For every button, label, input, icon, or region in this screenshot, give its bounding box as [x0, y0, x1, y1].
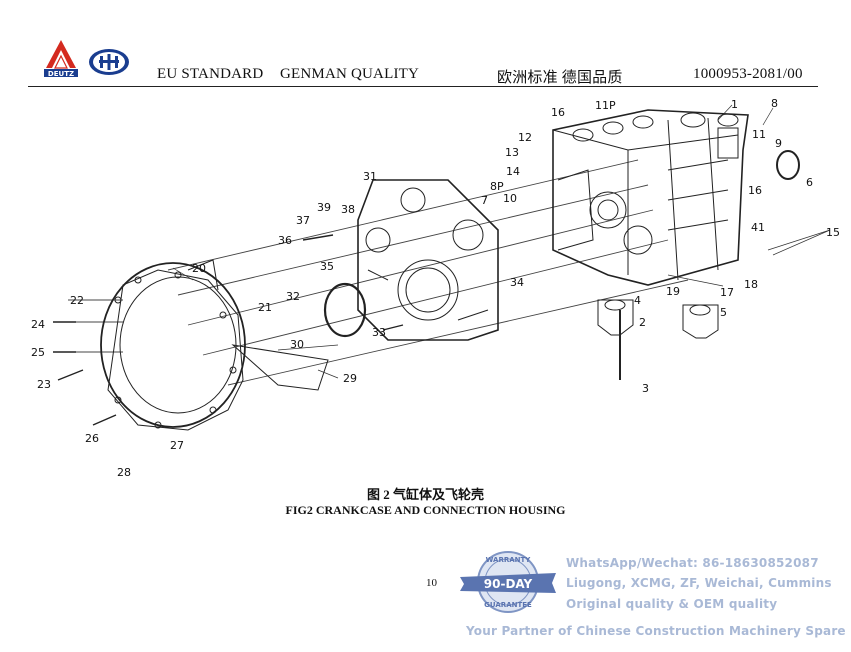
callout-41: 41	[751, 221, 765, 234]
callout-17: 17	[720, 286, 734, 299]
callout-15: 15	[826, 226, 840, 239]
callout-3: 3	[642, 382, 649, 395]
callout-10: 10	[503, 192, 517, 205]
faw-logo	[89, 49, 129, 75]
oil-seal	[776, 150, 800, 180]
callout-36: 36	[278, 234, 292, 247]
callout-35: 35	[320, 260, 334, 273]
callout-9: 9	[775, 137, 782, 150]
watermark-tagline: Your Partner of Chinese Construction Mac…	[466, 624, 851, 638]
watermark-brands: Liugong, XCMG, ZF, Weichai, Cummins	[566, 576, 832, 590]
callout-13: 13	[505, 146, 519, 159]
page-number: 10	[426, 577, 437, 589]
figure-caption-en: FIG2 CRANKCASE AND CONNECTION HOUSING	[285, 503, 566, 517]
header-chinese-slogan: 欧洲标准 德国品质	[497, 70, 623, 86]
callout-20: 20	[192, 262, 206, 275]
crankcase-block	[552, 109, 749, 286]
svg-text:DEUTZ: DEUTZ	[48, 70, 74, 78]
callout-2: 2	[639, 316, 646, 329]
callout-32: 32	[286, 290, 300, 303]
bearing-caps	[597, 299, 719, 380]
svg-text:WARRANTY: WARRANTY	[486, 556, 532, 564]
svg-text:90-DAY: 90-DAY	[484, 577, 533, 591]
callout-31: 31	[363, 170, 377, 183]
callout-38: 38	[341, 203, 355, 216]
callout-1: 1	[731, 98, 738, 111]
svg-text:GUARANTEE: GUARANTEE	[484, 601, 532, 609]
header-eu-standard: EU STANDARD	[157, 66, 264, 82]
warranty-badge: WARRANTY 90-DAY GUARANTEE	[460, 551, 556, 613]
callout-12: 12	[518, 131, 532, 144]
callout-24: 24	[31, 318, 45, 331]
callout-37: 37	[296, 214, 310, 227]
callout-28: 28	[117, 466, 131, 479]
watermark-contact: WhatsApp/Wechat: 86-18630852087	[566, 556, 819, 570]
callout-7: 7	[481, 194, 488, 207]
callout-16-top: 16	[551, 106, 565, 119]
callout-19: 19	[666, 285, 680, 298]
figure-caption-cn: 图 2 气缸体及飞轮壳	[366, 487, 484, 502]
callout-11p: 11P	[595, 99, 616, 112]
callout-27: 27	[170, 439, 184, 452]
callout-5: 5	[720, 306, 727, 319]
callout-29: 29	[343, 372, 357, 385]
header-doc-number: 1000953-2081/00	[693, 66, 803, 82]
callout-14: 14	[506, 165, 520, 178]
callout-18: 18	[744, 278, 758, 291]
header-german-quality: GENMAN QUALITY	[280, 66, 420, 82]
callout-8: 8	[771, 97, 778, 110]
callout-16-side: 16	[748, 184, 762, 197]
callout-22: 22	[70, 294, 84, 307]
seal-ring	[323, 282, 367, 338]
timing-housing	[357, 179, 499, 341]
exploded-drawing: 1 2 3 4 5 6 7 8 9 10 11 11P 12 13 14 15 …	[31, 97, 840, 479]
callout-4: 4	[634, 294, 641, 307]
callout-8p: 8P	[490, 180, 504, 193]
header-rule	[28, 86, 818, 87]
callout-11: 11	[752, 128, 766, 141]
callout-30: 30	[290, 338, 304, 351]
callout-23: 23	[37, 378, 51, 391]
callout-25: 25	[31, 346, 45, 359]
callout-34: 34	[510, 276, 524, 289]
flywheel-housing	[100, 259, 246, 431]
cover-plate	[231, 344, 329, 391]
callout-26: 26	[85, 432, 99, 445]
callout-33: 33	[372, 326, 386, 339]
deutz-logo: DEUTZ	[44, 40, 78, 78]
callout-6: 6	[806, 176, 813, 189]
callout-39: 39	[317, 201, 331, 214]
watermark-quality: Original quality & OEM quality	[566, 597, 778, 611]
callout-21: 21	[258, 301, 272, 314]
